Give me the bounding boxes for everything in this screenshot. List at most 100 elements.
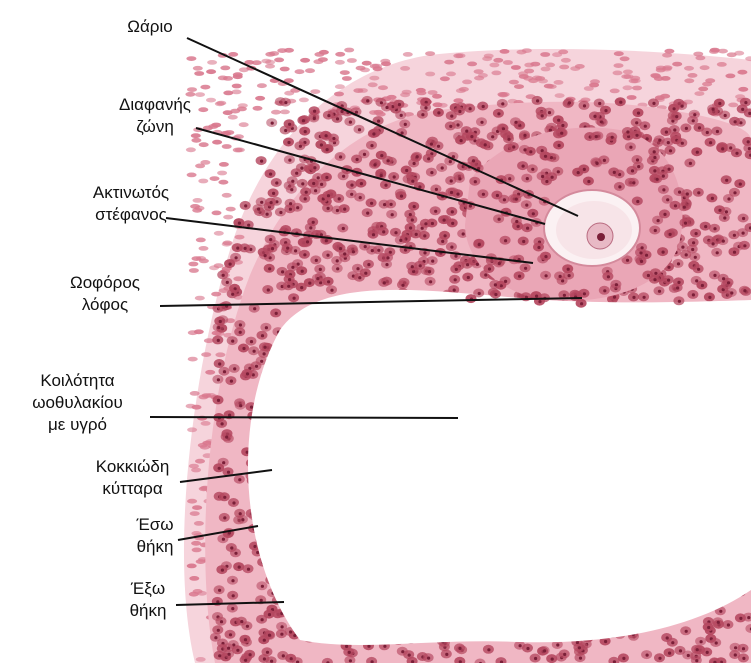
cell-nucleus [733, 251, 736, 254]
cell-nucleus [244, 204, 247, 207]
cell-nucleus [380, 154, 383, 157]
cell [290, 88, 300, 93]
cell-nucleus [652, 102, 655, 105]
cell-nucleus [632, 181, 635, 184]
label-granulosa-line-2: κύτταρα [70, 478, 195, 500]
cell-nucleus [522, 240, 525, 243]
cell-nucleus [320, 233, 323, 236]
cell-nucleus [535, 221, 538, 224]
cell-nucleus [222, 461, 225, 464]
cell-nucleus [695, 232, 698, 235]
cell-nucleus [512, 145, 515, 148]
cell-nucleus [427, 657, 430, 660]
cell-nucleus [474, 180, 477, 183]
cell-nucleus [434, 210, 437, 213]
cell-nucleus [518, 275, 521, 278]
cell-nucleus [371, 249, 374, 252]
cell-nucleus [559, 275, 562, 278]
cell [215, 352, 225, 357]
cell [191, 531, 201, 536]
cell-nucleus [535, 295, 538, 298]
cell-nucleus [583, 104, 586, 107]
cell-nucleus [686, 192, 689, 195]
cell-nucleus [249, 653, 252, 656]
cell [540, 52, 550, 57]
cell-nucleus [545, 274, 548, 277]
cell-nucleus [725, 210, 728, 213]
cell [541, 67, 551, 72]
cell-nucleus [678, 191, 681, 194]
cell [223, 91, 233, 96]
cell-nucleus [563, 653, 566, 656]
cell-nucleus [339, 247, 342, 250]
cell-nucleus [653, 156, 656, 159]
cell-nucleus [310, 160, 313, 163]
cell-nucleus [742, 647, 745, 650]
cell-nucleus [713, 227, 716, 230]
cell [335, 60, 345, 65]
cell-nucleus [641, 246, 644, 249]
cell-nucleus [260, 201, 263, 204]
cell-nucleus [356, 158, 359, 161]
cell-nucleus [320, 183, 323, 186]
cell-nucleus [681, 105, 684, 108]
cell-nucleus [444, 234, 447, 237]
cell [660, 94, 670, 99]
cell-nucleus [673, 128, 676, 131]
cell-nucleus [399, 239, 402, 242]
cell-nucleus [295, 172, 298, 175]
cell-nucleus [326, 148, 329, 151]
cell-nucleus [722, 277, 725, 280]
cell-nucleus [739, 617, 742, 620]
cell [570, 66, 580, 71]
cell-nucleus [534, 657, 537, 660]
cell-nucleus [290, 188, 293, 191]
cell-nucleus [228, 653, 231, 656]
cell-nucleus [439, 251, 442, 254]
cell [295, 69, 305, 74]
cell-nucleus [398, 103, 401, 106]
cell-nucleus [718, 209, 721, 212]
cell-nucleus [343, 252, 346, 255]
cell-nucleus [255, 365, 258, 368]
cell [554, 80, 564, 85]
cell-nucleus [385, 263, 388, 266]
cell [503, 60, 513, 65]
cell [623, 85, 633, 90]
cell-nucleus [653, 150, 656, 153]
cell [188, 262, 198, 267]
cell [400, 92, 410, 97]
cell-nucleus [268, 613, 271, 616]
cell [188, 357, 198, 362]
cell-nucleus [301, 182, 304, 185]
cell-nucleus [476, 263, 479, 266]
cell-nucleus [604, 109, 607, 112]
cell-nucleus [723, 216, 726, 219]
cell-nucleus [527, 193, 530, 196]
cell-nucleus [263, 352, 266, 355]
cell-nucleus [288, 159, 291, 162]
cell-nucleus [238, 478, 241, 481]
cell-nucleus [218, 654, 221, 657]
cell-nucleus [230, 380, 233, 383]
cell-nucleus [635, 121, 638, 124]
cell [620, 56, 630, 61]
cell-nucleus [409, 226, 412, 229]
cell-nucleus [666, 198, 669, 201]
cell-nucleus [393, 175, 396, 178]
cell-nucleus [667, 141, 670, 144]
cell-nucleus [615, 283, 618, 286]
cell-nucleus [338, 197, 341, 200]
cell-nucleus [287, 141, 290, 144]
label-antrum-line-2: ωοθυλακίου [5, 392, 150, 414]
cell-nucleus [626, 259, 629, 262]
cell [192, 505, 202, 510]
cell-nucleus [280, 633, 283, 636]
cell [230, 109, 240, 114]
cell [627, 95, 637, 100]
cell-nucleus [626, 130, 629, 133]
cell [335, 52, 345, 57]
cell-nucleus [667, 279, 670, 282]
label-corona-radiata: Ακτινωτός στέφανος [66, 182, 196, 226]
